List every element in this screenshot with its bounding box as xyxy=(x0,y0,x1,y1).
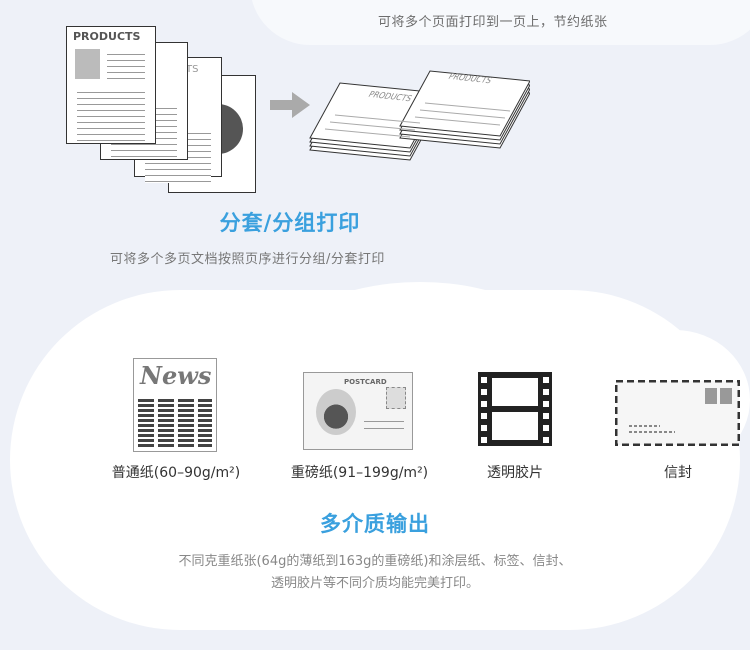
plain-paper-label: 普通纸(60–90g/m²) xyxy=(111,465,241,481)
page-heading: CTS xyxy=(179,64,199,75)
top-cloud xyxy=(250,0,750,45)
multi-media-output-title: 多介质输出 xyxy=(320,512,430,536)
film-strip-icon xyxy=(478,372,552,446)
postcard-heading: POSTCARD xyxy=(344,378,387,386)
collate-print-description: 可将多个多页文档按照页序进行分组/分套打印 xyxy=(110,252,385,267)
page-heading: PRODUCTS xyxy=(73,30,141,43)
image-placeholder xyxy=(75,49,100,79)
stamp-icon xyxy=(386,387,406,409)
transparency-film-label: 透明胶片 xyxy=(487,465,543,481)
arrow-right-icon xyxy=(270,92,310,118)
newspaper-masthead: News xyxy=(140,361,212,390)
multi-media-description-line1: 不同克重纸张(64g的薄纸到163g的重磅纸)和涂层纸、标签、信封、 xyxy=(178,554,572,569)
print-multiple-pages-caption: 可将多个页面打印到一页上，节约纸张 xyxy=(378,15,608,30)
envelope-label: 信封 xyxy=(664,465,692,481)
palm-tree-image xyxy=(316,389,356,435)
postcard-icon: POSTCARD xyxy=(303,372,413,450)
collated-stacks xyxy=(309,70,530,161)
newspaper-icon: News xyxy=(133,358,217,452)
page-sheet-front: PRODUCTS xyxy=(66,26,156,144)
heavy-paper-label: 重磅纸(91–199g/m²) xyxy=(290,465,429,481)
envelope-icon xyxy=(615,380,740,446)
collate-print-title: 分套/分组打印 xyxy=(219,211,361,235)
multi-media-description-line2: 透明胶片等不同介质均能完美打印。 xyxy=(270,576,479,591)
